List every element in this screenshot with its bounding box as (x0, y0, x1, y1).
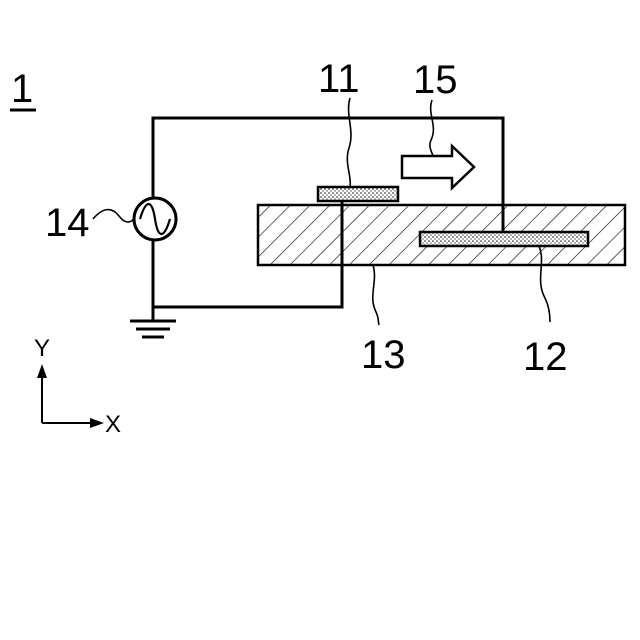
label-direction-arrow: 15 (413, 58, 458, 102)
first-electrode (318, 187, 398, 201)
label-second-electrode: 12 (523, 335, 568, 379)
y-axis-label: Y (34, 335, 50, 362)
direction-arrow-icon (402, 146, 474, 188)
leader-line-11 (347, 98, 351, 187)
axes-indicator (37, 364, 104, 428)
second-electrode (420, 232, 588, 246)
ac-source-icon (134, 198, 176, 240)
ground-icon (130, 307, 176, 337)
leader-line-14 (93, 210, 134, 222)
leader-line-13 (373, 265, 379, 325)
figure-number: 1 (11, 67, 33, 111)
label-first-electrode: 11 (318, 57, 360, 101)
y-arrowhead-icon (37, 364, 47, 378)
x-arrowhead-icon (90, 418, 104, 428)
leader-line-15 (430, 100, 434, 156)
label-ac-source: 14 (45, 201, 90, 245)
x-axis-label: X (105, 411, 121, 438)
label-substrate: 13 (361, 333, 406, 377)
